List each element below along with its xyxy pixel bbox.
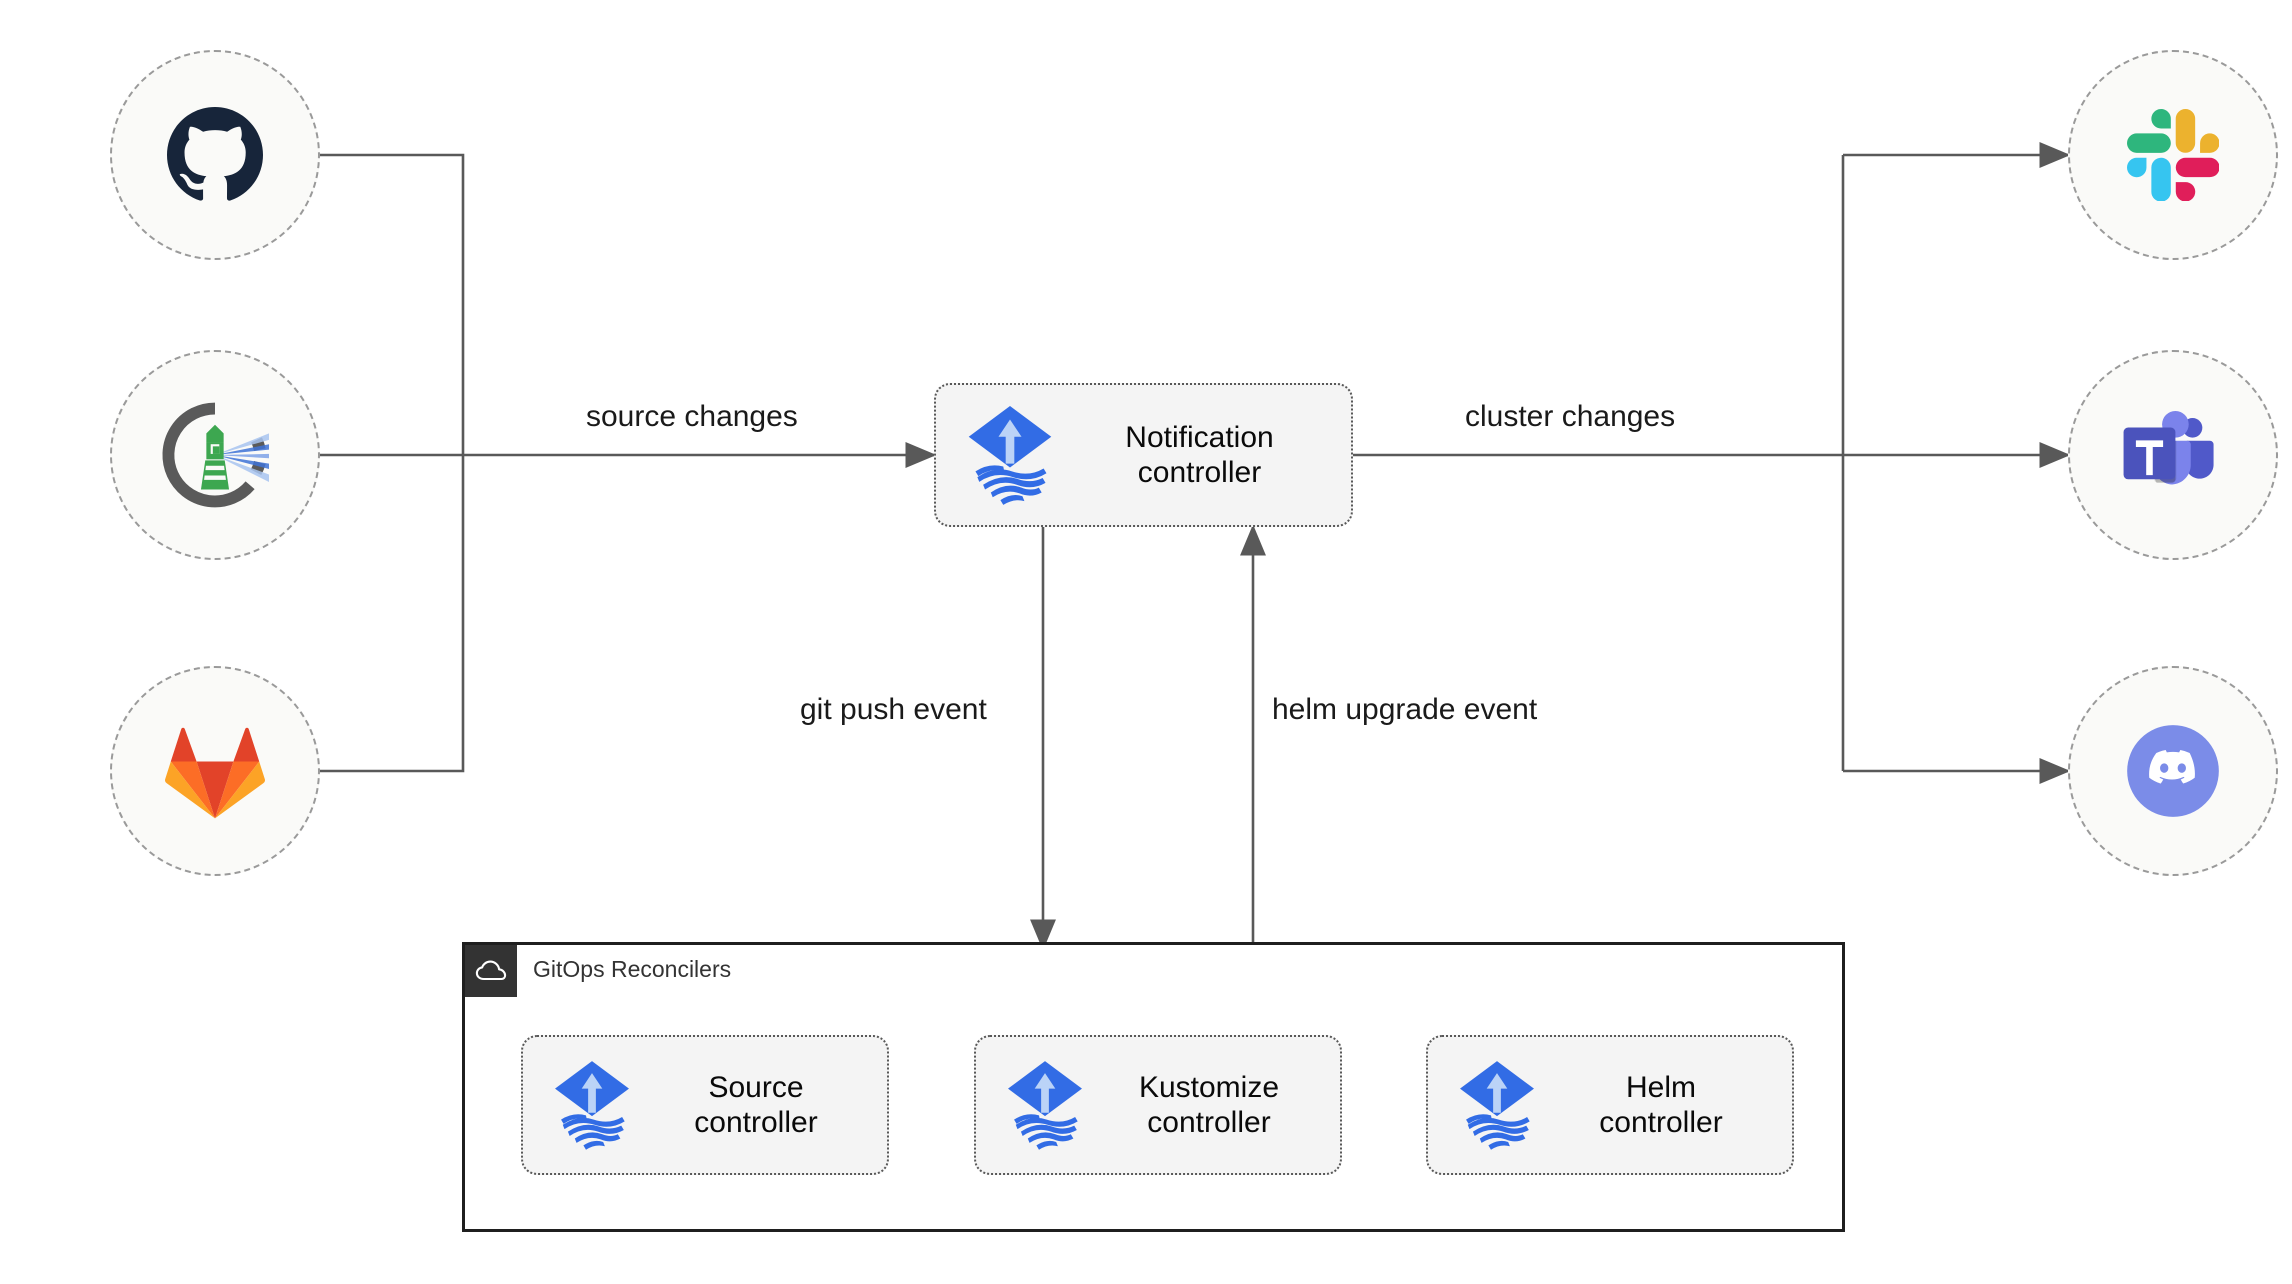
flux-icon xyxy=(962,404,1058,506)
discord-icon xyxy=(2118,716,2228,826)
source-controller-card[interactable]: Source controller xyxy=(521,1035,889,1175)
destination-node-slack[interactable] xyxy=(2068,50,2278,260)
source-node-gitea[interactable] xyxy=(110,350,320,560)
github-icon xyxy=(167,107,263,203)
cloud-icon xyxy=(465,945,517,997)
notification-controller-label: Notification controller xyxy=(1125,420,1274,489)
edge-label-cluster-changes: cluster changes xyxy=(1459,400,1682,434)
kustomize-controller-label: Kustomize controller xyxy=(1138,1070,1280,1139)
edge-label-helm-upgrade-event: helm upgrade event xyxy=(1266,693,1544,727)
microsoft-teams-icon xyxy=(2123,409,2223,501)
flux-icon xyxy=(549,1059,635,1151)
helm-controller-label: Helm controller xyxy=(1599,1070,1723,1139)
source-node-github[interactable] xyxy=(110,50,320,260)
source-controller-label: Source controller xyxy=(694,1070,818,1139)
edge-label-git-push-event: git push event xyxy=(794,693,993,727)
gitops-reconcilers-title: GitOps Reconcilers xyxy=(533,956,732,982)
flux-icon xyxy=(1454,1059,1540,1151)
flux-icon xyxy=(1002,1059,1088,1151)
notification-controller-card[interactable]: Notification controller xyxy=(934,383,1353,527)
gitops-reconcilers-container: GitOps Reconcilers Source controller xyxy=(462,942,1845,1232)
helm-controller-card[interactable]: Helm controller xyxy=(1426,1035,1794,1175)
kustomize-controller-card[interactable]: Kustomize controller xyxy=(974,1035,1342,1175)
edge-label-source-changes: source changes xyxy=(580,400,804,434)
gitops-reconcilers-header: GitOps Reconcilers xyxy=(465,945,731,997)
slack-icon xyxy=(2127,109,2219,201)
destination-node-discord[interactable] xyxy=(2068,666,2278,876)
gitea-icon xyxy=(161,401,269,509)
source-node-gitlab[interactable] xyxy=(110,666,320,876)
gitlab-icon xyxy=(165,723,265,819)
destination-node-teams[interactable] xyxy=(2068,350,2278,560)
